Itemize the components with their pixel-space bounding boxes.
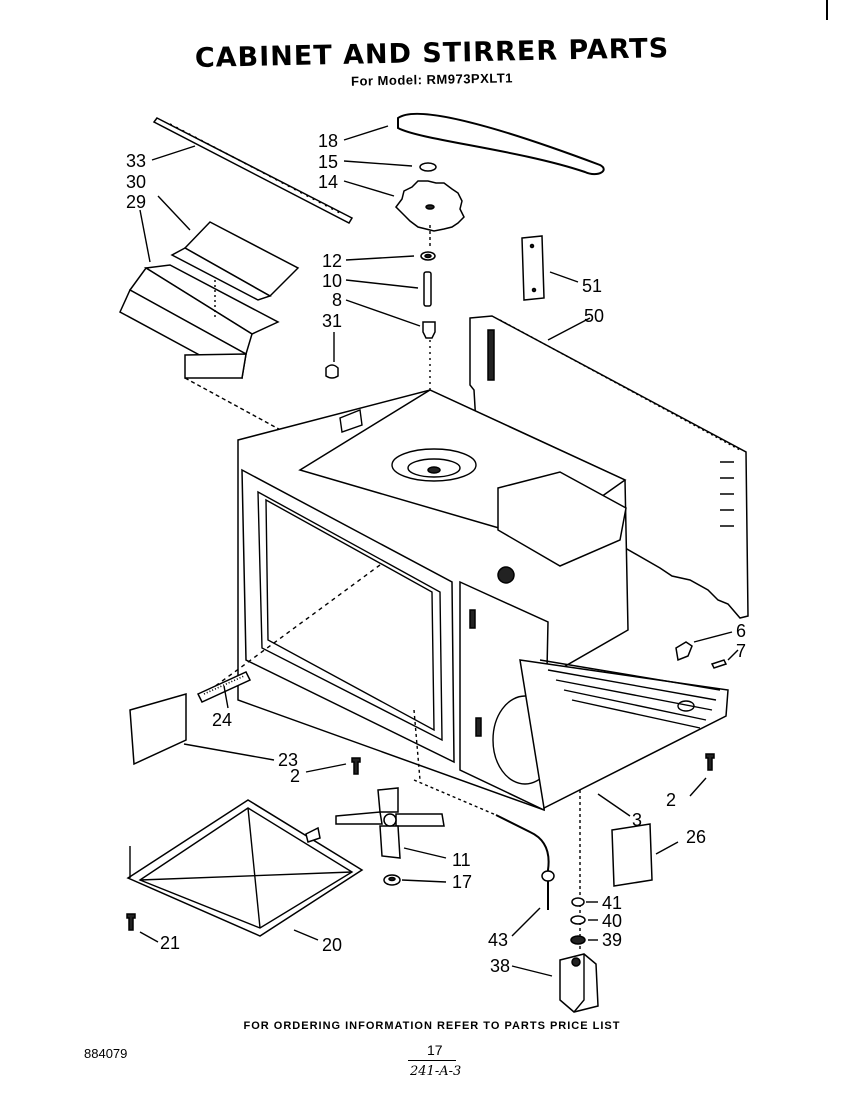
callout-38: 38: [490, 956, 510, 976]
callout-12: 12: [322, 251, 342, 271]
part-8-bearing: [422, 321, 436, 339]
part-2-screw-left: [351, 757, 361, 775]
part-23-panel: [129, 693, 187, 766]
part-26-cover: [611, 823, 653, 887]
page-number-underline: [408, 1060, 456, 1061]
part-51-bracket: [521, 235, 545, 301]
callout-15: 15: [318, 152, 338, 172]
callout-8: 8: [332, 290, 342, 310]
callout-43: 43: [488, 930, 508, 950]
part-2-screw-right: [705, 753, 715, 771]
part-7-screw: [710, 659, 728, 669]
callout-20: 20: [322, 935, 342, 955]
callout-2-left: 2: [290, 766, 300, 786]
part-38-motor-bracket: [559, 953, 599, 1013]
part-31-clip: [325, 364, 339, 379]
part-14-stirrer-gear: [395, 180, 465, 232]
callout-17: 17: [452, 872, 472, 892]
handwritten-note: 241-A-3: [410, 1064, 462, 1079]
part-10-shaft: [423, 271, 432, 307]
part-6-latch: [675, 641, 693, 662]
part-17-nut: [383, 874, 401, 886]
document-number: 884079: [84, 1046, 128, 1061]
callout-3: 3: [632, 810, 642, 830]
part-29-duct: [119, 264, 280, 380]
callout-23: 23: [278, 750, 298, 770]
callout-40: 40: [602, 911, 622, 931]
part-39-washer: [570, 935, 586, 945]
callout-33: 33: [126, 151, 146, 171]
callout-24: 24: [212, 710, 232, 730]
page-edge-mark: [826, 0, 828, 20]
part-43-shaft: [495, 814, 555, 910]
part-50-side-panel: [469, 315, 749, 619]
part-21-screw: [126, 913, 136, 931]
part-33-strip: [152, 117, 354, 224]
callout-30: 30: [126, 172, 146, 192]
part-41-nut: [571, 897, 585, 907]
callout-41: 41: [602, 893, 622, 913]
part-15-washer: [419, 162, 437, 172]
page-number: 17: [427, 1042, 443, 1058]
callout-6: 6: [736, 621, 746, 641]
part-18-belt: [397, 112, 605, 176]
callout-39: 39: [602, 930, 622, 950]
callout-7: 7: [736, 641, 746, 661]
callout-21: 21: [160, 933, 180, 953]
callout-10: 10: [322, 271, 342, 291]
callout-18: 18: [318, 131, 338, 151]
part-30-cover: [170, 221, 300, 301]
callout-50: 50: [584, 306, 604, 326]
part-20-tray: [126, 799, 364, 937]
part-40-washer: [570, 915, 586, 925]
callout-26: 26: [686, 827, 706, 847]
part-11-stirrer-blade: [335, 787, 445, 859]
ordering-info-note: FOR ORDERING INFORMATION REFER TO PARTS …: [243, 1020, 621, 1032]
part-12-washer: [420, 251, 436, 261]
callout-14: 14: [318, 172, 338, 192]
callout-51: 51: [582, 276, 602, 296]
callout-29: 29: [126, 192, 146, 212]
callout-2-right: 2: [666, 790, 676, 810]
cabinet-body: [209, 389, 729, 812]
callout-31: 31: [322, 311, 342, 331]
callout-11: 11: [452, 850, 471, 870]
leader-lines: [139, 125, 739, 977]
